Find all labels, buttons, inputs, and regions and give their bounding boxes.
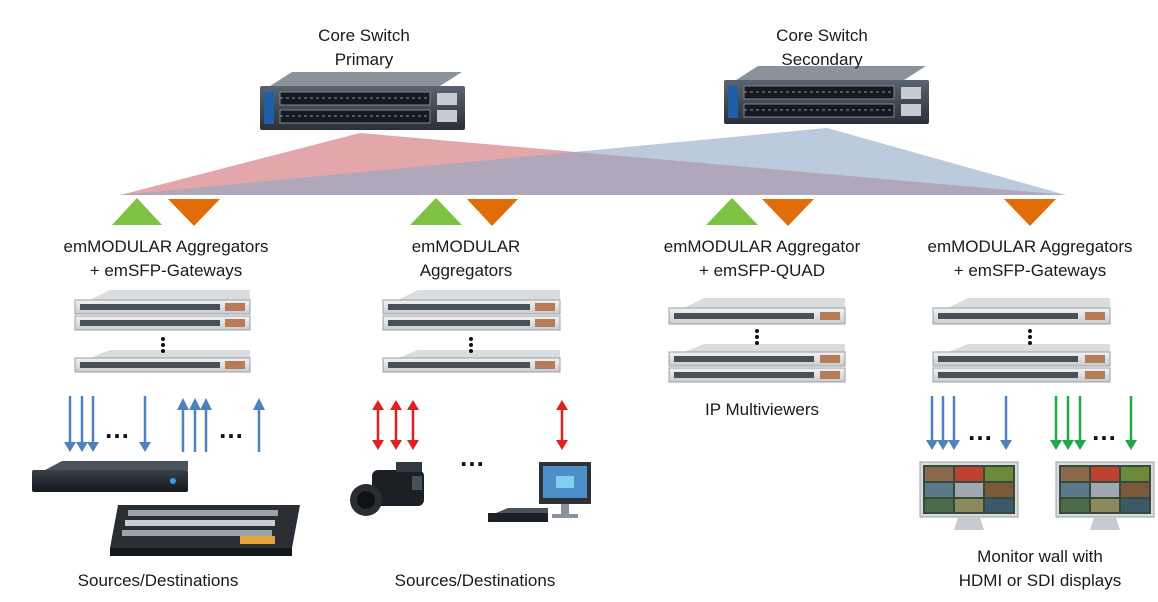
ellipsis: … <box>104 414 130 444</box>
label-line: emMODULAR Aggregator <box>663 237 861 256</box>
aggregator-stack-2 <box>382 290 561 373</box>
uplink-triangle <box>706 198 758 225</box>
label-line: Aggregators <box>419 261 513 280</box>
core-switch-primary <box>260 72 465 130</box>
arrows-group-4-green <box>1050 396 1137 450</box>
label-line: + emSFP-Gateways <box>953 261 1107 280</box>
label-line: emMODULAR Aggregators <box>927 237 1133 256</box>
ellipsis: … <box>967 416 993 446</box>
aggregator-stack-4 <box>932 298 1111 383</box>
uplink-triangle <box>410 198 462 225</box>
camera-icon <box>350 462 424 516</box>
label-line: emMODULAR Aggregators <box>63 237 269 256</box>
arrows-group-1 <box>64 396 265 452</box>
label-line: Secondary <box>781 50 863 69</box>
ellipsis: … <box>459 442 485 472</box>
group-4-label: emMODULAR Aggregators + emSFP-Gateways <box>927 235 1132 283</box>
aggregator-stack-1 <box>74 290 251 373</box>
monitor-icon <box>919 461 1019 530</box>
secondary-uplink-fan <box>120 128 1066 195</box>
label-line: + emSFP-Gateways <box>89 261 243 280</box>
core-switch-secondary-label: Core Switch Secondary <box>776 24 868 72</box>
arrows-group-4-blue <box>926 396 1012 450</box>
ellipsis: … <box>218 414 244 444</box>
workstation-icon <box>488 462 591 522</box>
group-3-label: emMODULAR Aggregator + emSFP-QUAD <box>664 235 861 283</box>
label-line: Primary <box>334 50 394 69</box>
group-2-label: emMODULAR Aggregators <box>412 235 521 283</box>
rack-device-icon <box>32 461 188 492</box>
label-line: HDMI or SDI displays <box>958 571 1122 590</box>
label-line: Monitor wall with <box>977 547 1103 566</box>
label-line: emMODULAR <box>411 237 521 256</box>
sources-destinations-label-1: Sources/Destinations <box>77 571 239 590</box>
aggregator-stack-3 <box>668 298 846 383</box>
uplink-triangle <box>112 198 162 225</box>
monitor-wall-label: Monitor wall with HDMI or SDI displays <box>959 545 1121 593</box>
core-switch-secondary <box>724 66 929 124</box>
downlink-triangle <box>467 199 518 226</box>
core-switch-primary-label: Core Switch Primary <box>318 24 410 72</box>
downlink-triangle <box>168 199 220 226</box>
downlink-triangle <box>762 199 814 226</box>
label-line: Core Switch <box>318 26 410 45</box>
ellipsis: … <box>1091 416 1117 446</box>
label-line: + emSFP-QUAD <box>698 261 826 280</box>
video-switcher-icon <box>110 505 300 556</box>
monitor-icon <box>1055 461 1155 530</box>
group-1-label: emMODULAR Aggregators + emSFP-Gateways <box>63 235 268 283</box>
sources-destinations-label-2: Sources/Destinations <box>394 571 556 590</box>
arrows-group-2 <box>372 400 568 450</box>
label-line: Core Switch <box>776 26 868 45</box>
ip-multiviewers-label: IP Multiviewers <box>705 400 819 419</box>
downlink-triangle <box>1004 199 1056 226</box>
